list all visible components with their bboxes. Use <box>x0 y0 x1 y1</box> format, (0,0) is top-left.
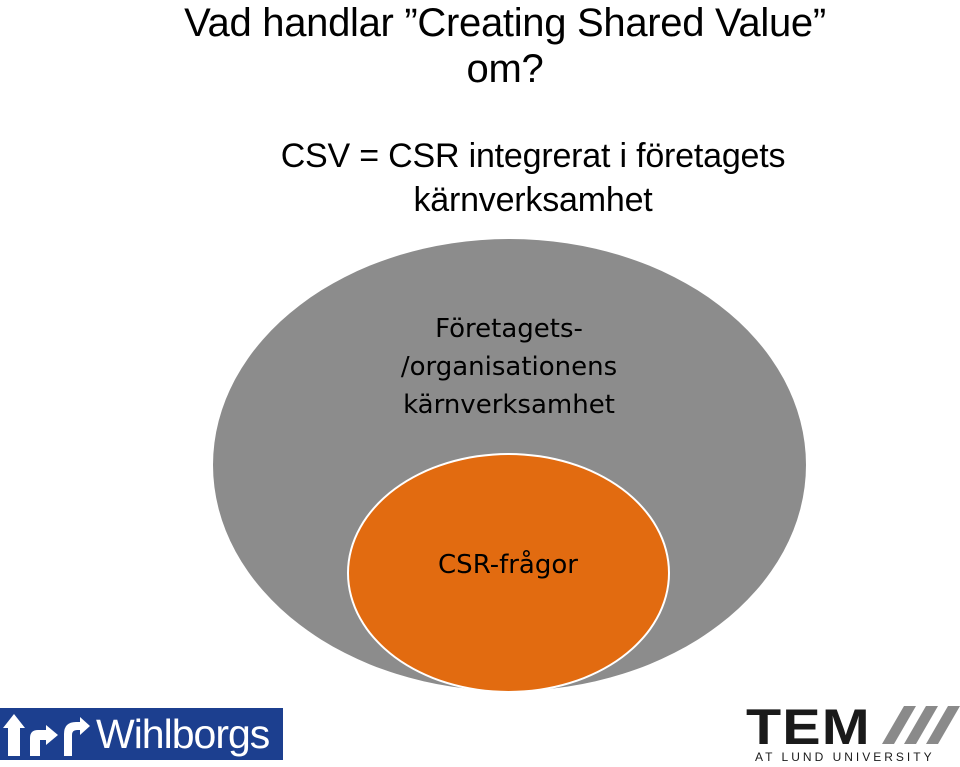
core-business-label-line-2: /organisationens <box>400 352 618 382</box>
csr-issues-label: CSR-frågor <box>438 550 578 580</box>
csr-issues-ellipse <box>347 453 670 693</box>
slide-subtitle-line-1: CSV = CSR integrerat i företagets <box>280 137 786 175</box>
wihlborgs-logo: Wihlborgs <box>0 708 283 760</box>
core-business-label-line-3: kärnverksamhet <box>403 390 615 420</box>
tem-logo: TEM AT LUND UNIVERSITY <box>746 702 960 767</box>
core-business-label: Företagets- /organisationens kärnverksam… <box>309 310 709 424</box>
tem-logo-tagline: AT LUND UNIVERSITY <box>755 750 935 764</box>
slide-subtitle-line-2: kärnverksamhet <box>413 181 653 219</box>
slide-title-line-2: om? <box>466 47 544 91</box>
slide-title-line-1: Vad handlar ”Creating Shared Value” <box>184 1 826 45</box>
core-business-label-line-1: Företagets- <box>435 314 583 344</box>
slide-title: Vad handlar ”Creating Shared Value” om? <box>0 0 960 92</box>
wihlborgs-arrows-icon <box>3 714 90 756</box>
slide-subtitle: CSV = CSR integrerat i företagets kärnve… <box>0 134 960 222</box>
tem-logo-word: TEM <box>746 699 871 755</box>
tem-stripes-icon <box>882 706 960 744</box>
wihlborgs-logo-text: Wihlborgs <box>96 711 270 757</box>
